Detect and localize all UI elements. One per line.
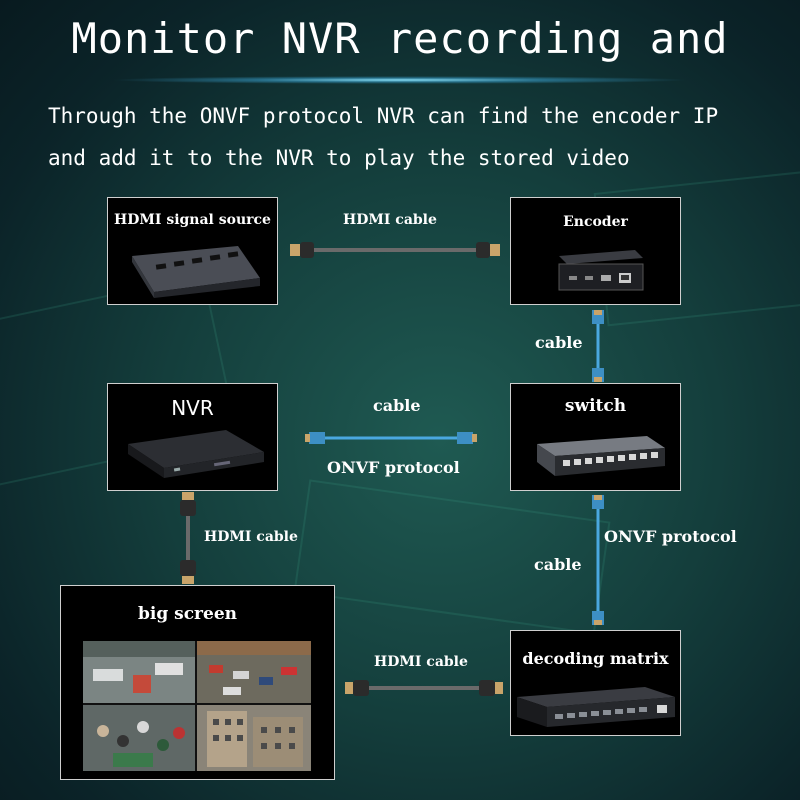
cable-label-encoder-switch: cable (535, 333, 583, 352)
decoding-matrix-label: decoding matrix (511, 649, 680, 668)
cable-label-switch-matrix: cable (534, 555, 582, 574)
hdmi-source-label: HDMI signal source (108, 212, 277, 228)
surveillance-video-wall-image (83, 641, 311, 771)
switch-box: switch (510, 383, 681, 491)
description-line-1: Through the ONVF protocol NVR can find t… (48, 104, 718, 128)
onvf-protocol-label-switch-matrix: ONVF protocol (604, 527, 737, 546)
encoder-box: Encoder (510, 197, 681, 305)
onvf-protocol-label-nvr-switch: ONVF protocol (327, 458, 460, 477)
network-cable-encoder-to-switch (586, 310, 610, 382)
hdmi-cable-source-to-encoder (290, 238, 500, 262)
hdmi-cable-matrix-to-screen (345, 676, 503, 700)
big-screen-box: big screen (60, 585, 335, 780)
title-glow-divider (110, 76, 690, 84)
hdmi-cable-label-top: HDMI cable (343, 212, 437, 228)
encoder-device-icon (555, 248, 645, 294)
description-line-2: and add it to the NVR to play the stored… (48, 146, 630, 170)
nvr-device-icon (124, 426, 266, 482)
switch-label: switch (511, 396, 680, 416)
hdmi-cable-label-matrix-screen: HDMI cable (374, 654, 468, 670)
decoding-matrix-box: decoding matrix (510, 630, 681, 736)
encoder-label: Encoder (511, 214, 680, 230)
switch-device-icon (529, 434, 669, 480)
nvr-label: NVR (108, 396, 277, 420)
hdmi-source-box: HDMI signal source (107, 197, 278, 305)
hdmi-cable-label-nvr-screen: HDMI cable (204, 529, 298, 545)
network-cable-nvr-to-switch (305, 428, 477, 448)
decoding-matrix-device-icon (515, 683, 677, 731)
hdmi-cable-nvr-to-screen (176, 492, 200, 584)
big-screen-label: big screen (51, 604, 324, 624)
page-title: Monitor NVR recording and (0, 14, 800, 63)
cable-label-nvr-switch: cable (373, 396, 421, 415)
network-cable-switch-to-matrix (586, 495, 610, 625)
nvr-box: NVR (107, 383, 278, 491)
hdmi-splitter-device-icon (126, 242, 266, 298)
